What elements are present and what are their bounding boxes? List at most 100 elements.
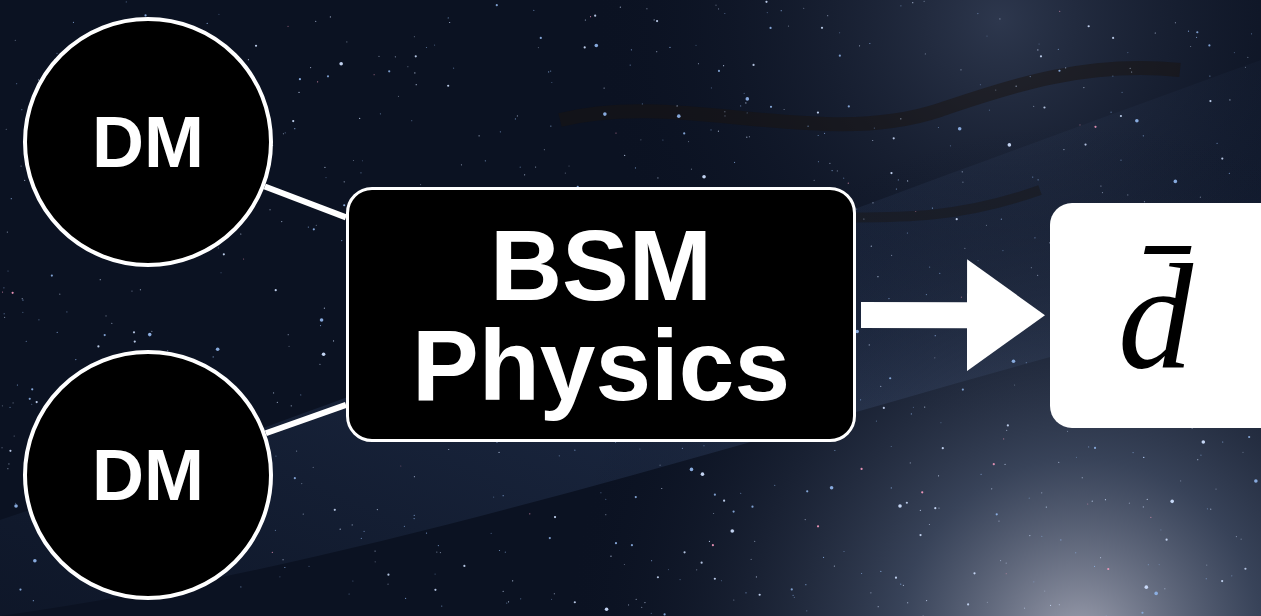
star: [551, 82, 552, 83]
star: [1120, 115, 1122, 117]
star: [388, 70, 390, 72]
star: [508, 601, 509, 602]
star: [275, 455, 276, 456]
star: [1236, 536, 1237, 537]
star: [1004, 464, 1005, 465]
star: [926, 600, 927, 601]
star: [907, 602, 908, 603]
arrow: [861, 302, 967, 328]
star: [991, 488, 992, 489]
star: [1026, 362, 1027, 363]
star: [1234, 52, 1235, 53]
star: [434, 589, 436, 591]
star: [696, 569, 697, 570]
star: [387, 574, 389, 576]
star: [903, 585, 904, 586]
star: [308, 226, 309, 227]
star: [709, 541, 710, 542]
star: [1196, 37, 1197, 38]
star: [956, 218, 958, 220]
star: [715, 5, 716, 6]
star: [869, 344, 870, 345]
star: [628, 604, 629, 605]
node-label: d̄: [1118, 241, 1193, 391]
star: [869, 43, 870, 44]
star: [1024, 608, 1025, 609]
star: [1209, 76, 1210, 77]
star: [353, 160, 354, 161]
star: [105, 315, 106, 316]
star: [860, 468, 862, 470]
star: [3, 287, 4, 288]
star: [662, 139, 663, 140]
star: [1060, 539, 1061, 540]
star: [998, 520, 999, 521]
star: [315, 21, 316, 22]
star: [880, 571, 881, 572]
star: [26, 341, 27, 342]
star: [498, 452, 499, 453]
star: [986, 225, 987, 226]
star: [1050, 605, 1051, 606]
star: [1175, 22, 1176, 23]
star: [1209, 100, 1211, 102]
star: [134, 340, 136, 342]
star: [919, 534, 921, 536]
star: [59, 294, 60, 295]
star: [441, 606, 442, 607]
star: [1143, 506, 1144, 507]
star: [100, 279, 101, 280]
star: [361, 538, 362, 539]
star: [66, 311, 67, 312]
node-label: DM: [92, 439, 204, 511]
circle-shape: [25, 352, 271, 598]
star: [1229, 99, 1230, 100]
star: [683, 551, 685, 553]
star: [1003, 438, 1004, 439]
star: [461, 164, 462, 165]
circle-shape: [25, 19, 271, 265]
star: [765, 1, 767, 3]
star: [924, 1, 925, 2]
star: [690, 468, 694, 472]
star: [1006, 563, 1007, 564]
star: [752, 64, 754, 66]
star: [1160, 529, 1161, 530]
star: [1031, 267, 1032, 268]
star: [1141, 612, 1143, 614]
star: [827, 15, 828, 16]
star: [754, 541, 755, 542]
star: [4, 317, 5, 318]
star: [830, 486, 834, 490]
star: [1065, 67, 1066, 68]
star: [1180, 480, 1181, 481]
star: [848, 105, 850, 107]
star: [1155, 32, 1156, 33]
star: [1197, 459, 1198, 460]
star: [958, 127, 962, 131]
star: [1058, 70, 1060, 72]
star: [540, 37, 542, 39]
star: [929, 524, 930, 525]
star: [544, 149, 545, 150]
star: [1100, 557, 1101, 558]
star: [872, 140, 873, 141]
star: [712, 544, 714, 546]
star: [1100, 185, 1101, 186]
star: [1102, 192, 1103, 193]
star: [344, 181, 345, 182]
star: [551, 599, 552, 600]
star: [774, 485, 775, 486]
star: [1058, 462, 1059, 463]
star: [411, 120, 412, 121]
star: [999, 18, 1000, 19]
star: [751, 506, 753, 508]
star: [714, 578, 716, 580]
star: [500, 131, 501, 132]
star: [746, 97, 750, 101]
star: [814, 180, 815, 181]
star: [503, 591, 504, 592]
star: [871, 246, 872, 247]
star: [590, 16, 591, 17]
star: [995, 89, 996, 90]
